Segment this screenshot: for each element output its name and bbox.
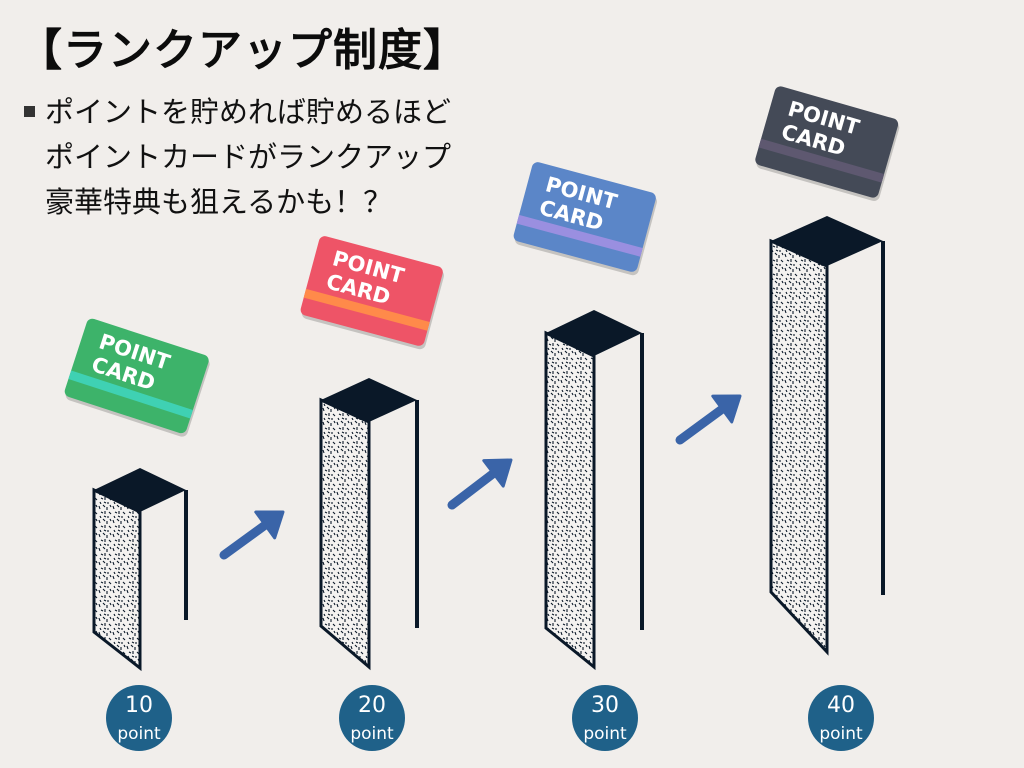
bullet-text: 豪華特典も狙えるかも！？ — [45, 185, 393, 219]
rank-pillar — [769, 216, 885, 656]
up-arrow-icon — [447, 458, 513, 510]
points-unit: point — [583, 724, 627, 744]
pillar-face — [544, 330, 596, 671]
points-value: 10 — [125, 693, 153, 718]
rank-pillar — [319, 378, 419, 671]
points-unit: point — [819, 724, 863, 744]
up-arrow-icon — [675, 394, 742, 445]
rank-pillar — [92, 468, 188, 672]
bullet-text: ポイントカードがランクアップ — [45, 140, 452, 174]
up-arrow-icon — [219, 510, 285, 560]
points-value: 20 — [358, 693, 386, 718]
points-badge: 20 point — [339, 685, 405, 751]
pillar-top — [546, 310, 642, 356]
bullet-item: 豪華特典も狙えるかも！？ — [24, 180, 451, 225]
bullet-list: ポイントを貯めれば貯めるほど ポイントカードがランクアップ 豪華特典も狙えるかも… — [24, 90, 451, 225]
points-value: 40 — [827, 693, 855, 718]
points-badge: 40 point — [808, 685, 874, 751]
pillar-top — [771, 216, 883, 266]
bullet-square-icon — [24, 105, 35, 117]
pillar-face — [769, 238, 829, 656]
pillar-face — [92, 487, 142, 672]
pillar-top — [321, 378, 417, 422]
bullet-item: ポイントカードがランクアップ — [24, 135, 451, 180]
rank-pillar — [544, 310, 644, 671]
points-badge: 30 point — [572, 685, 638, 751]
points-badge: 10 point — [106, 685, 172, 751]
points-unit: point — [117, 724, 161, 744]
page-title: 【ランクアップ制度】 — [18, 25, 468, 76]
bullet-item: ポイントを貯めれば貯めるほど — [24, 90, 451, 135]
points-unit: point — [350, 724, 394, 744]
pillar-face — [319, 397, 371, 671]
points-value: 30 — [591, 693, 619, 718]
pillar-top — [94, 468, 186, 512]
bullet-text: ポイントを貯めれば貯めるほど — [45, 95, 452, 129]
